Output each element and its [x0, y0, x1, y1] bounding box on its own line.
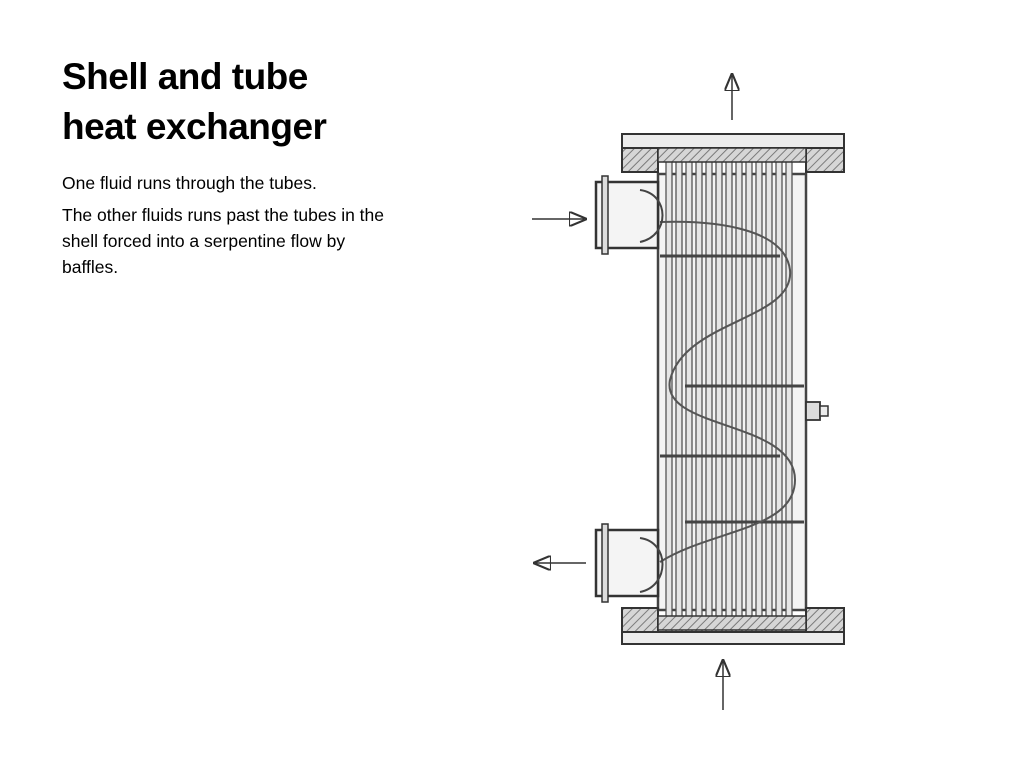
shell-inlet-nozzle [594, 175, 664, 255]
tube [675, 143, 683, 635]
tube [765, 143, 773, 635]
title-line-2: heat exchanger [62, 106, 327, 147]
tube [715, 143, 723, 635]
tube [745, 143, 753, 635]
tube [685, 143, 693, 635]
slide-body: One fluid runs through the tubes. The ot… [62, 170, 392, 286]
tube [705, 143, 713, 635]
bullet-tubes: One fluid runs through the tubes. [62, 173, 317, 193]
heat-exchanger-diagram [532, 60, 845, 710]
bullet-shell: The other fluids runs past the tubes in … [62, 205, 384, 277]
tube [775, 143, 783, 635]
top-tube-sheet [621, 133, 845, 173]
title-line-1: Shell and tube [62, 56, 308, 97]
tube [735, 143, 743, 635]
bottom-tube-sheet [621, 607, 845, 645]
serpentine-flow-path [659, 220, 797, 563]
tube [785, 143, 793, 635]
tube [725, 143, 733, 635]
slide-title: Shell and tube heat exchanger [62, 52, 422, 152]
tube [695, 143, 703, 635]
shell-outlet-nozzle [594, 523, 664, 603]
side-vent-fitting [805, 401, 829, 421]
tube [755, 143, 763, 635]
baffles [660, 254, 804, 524]
